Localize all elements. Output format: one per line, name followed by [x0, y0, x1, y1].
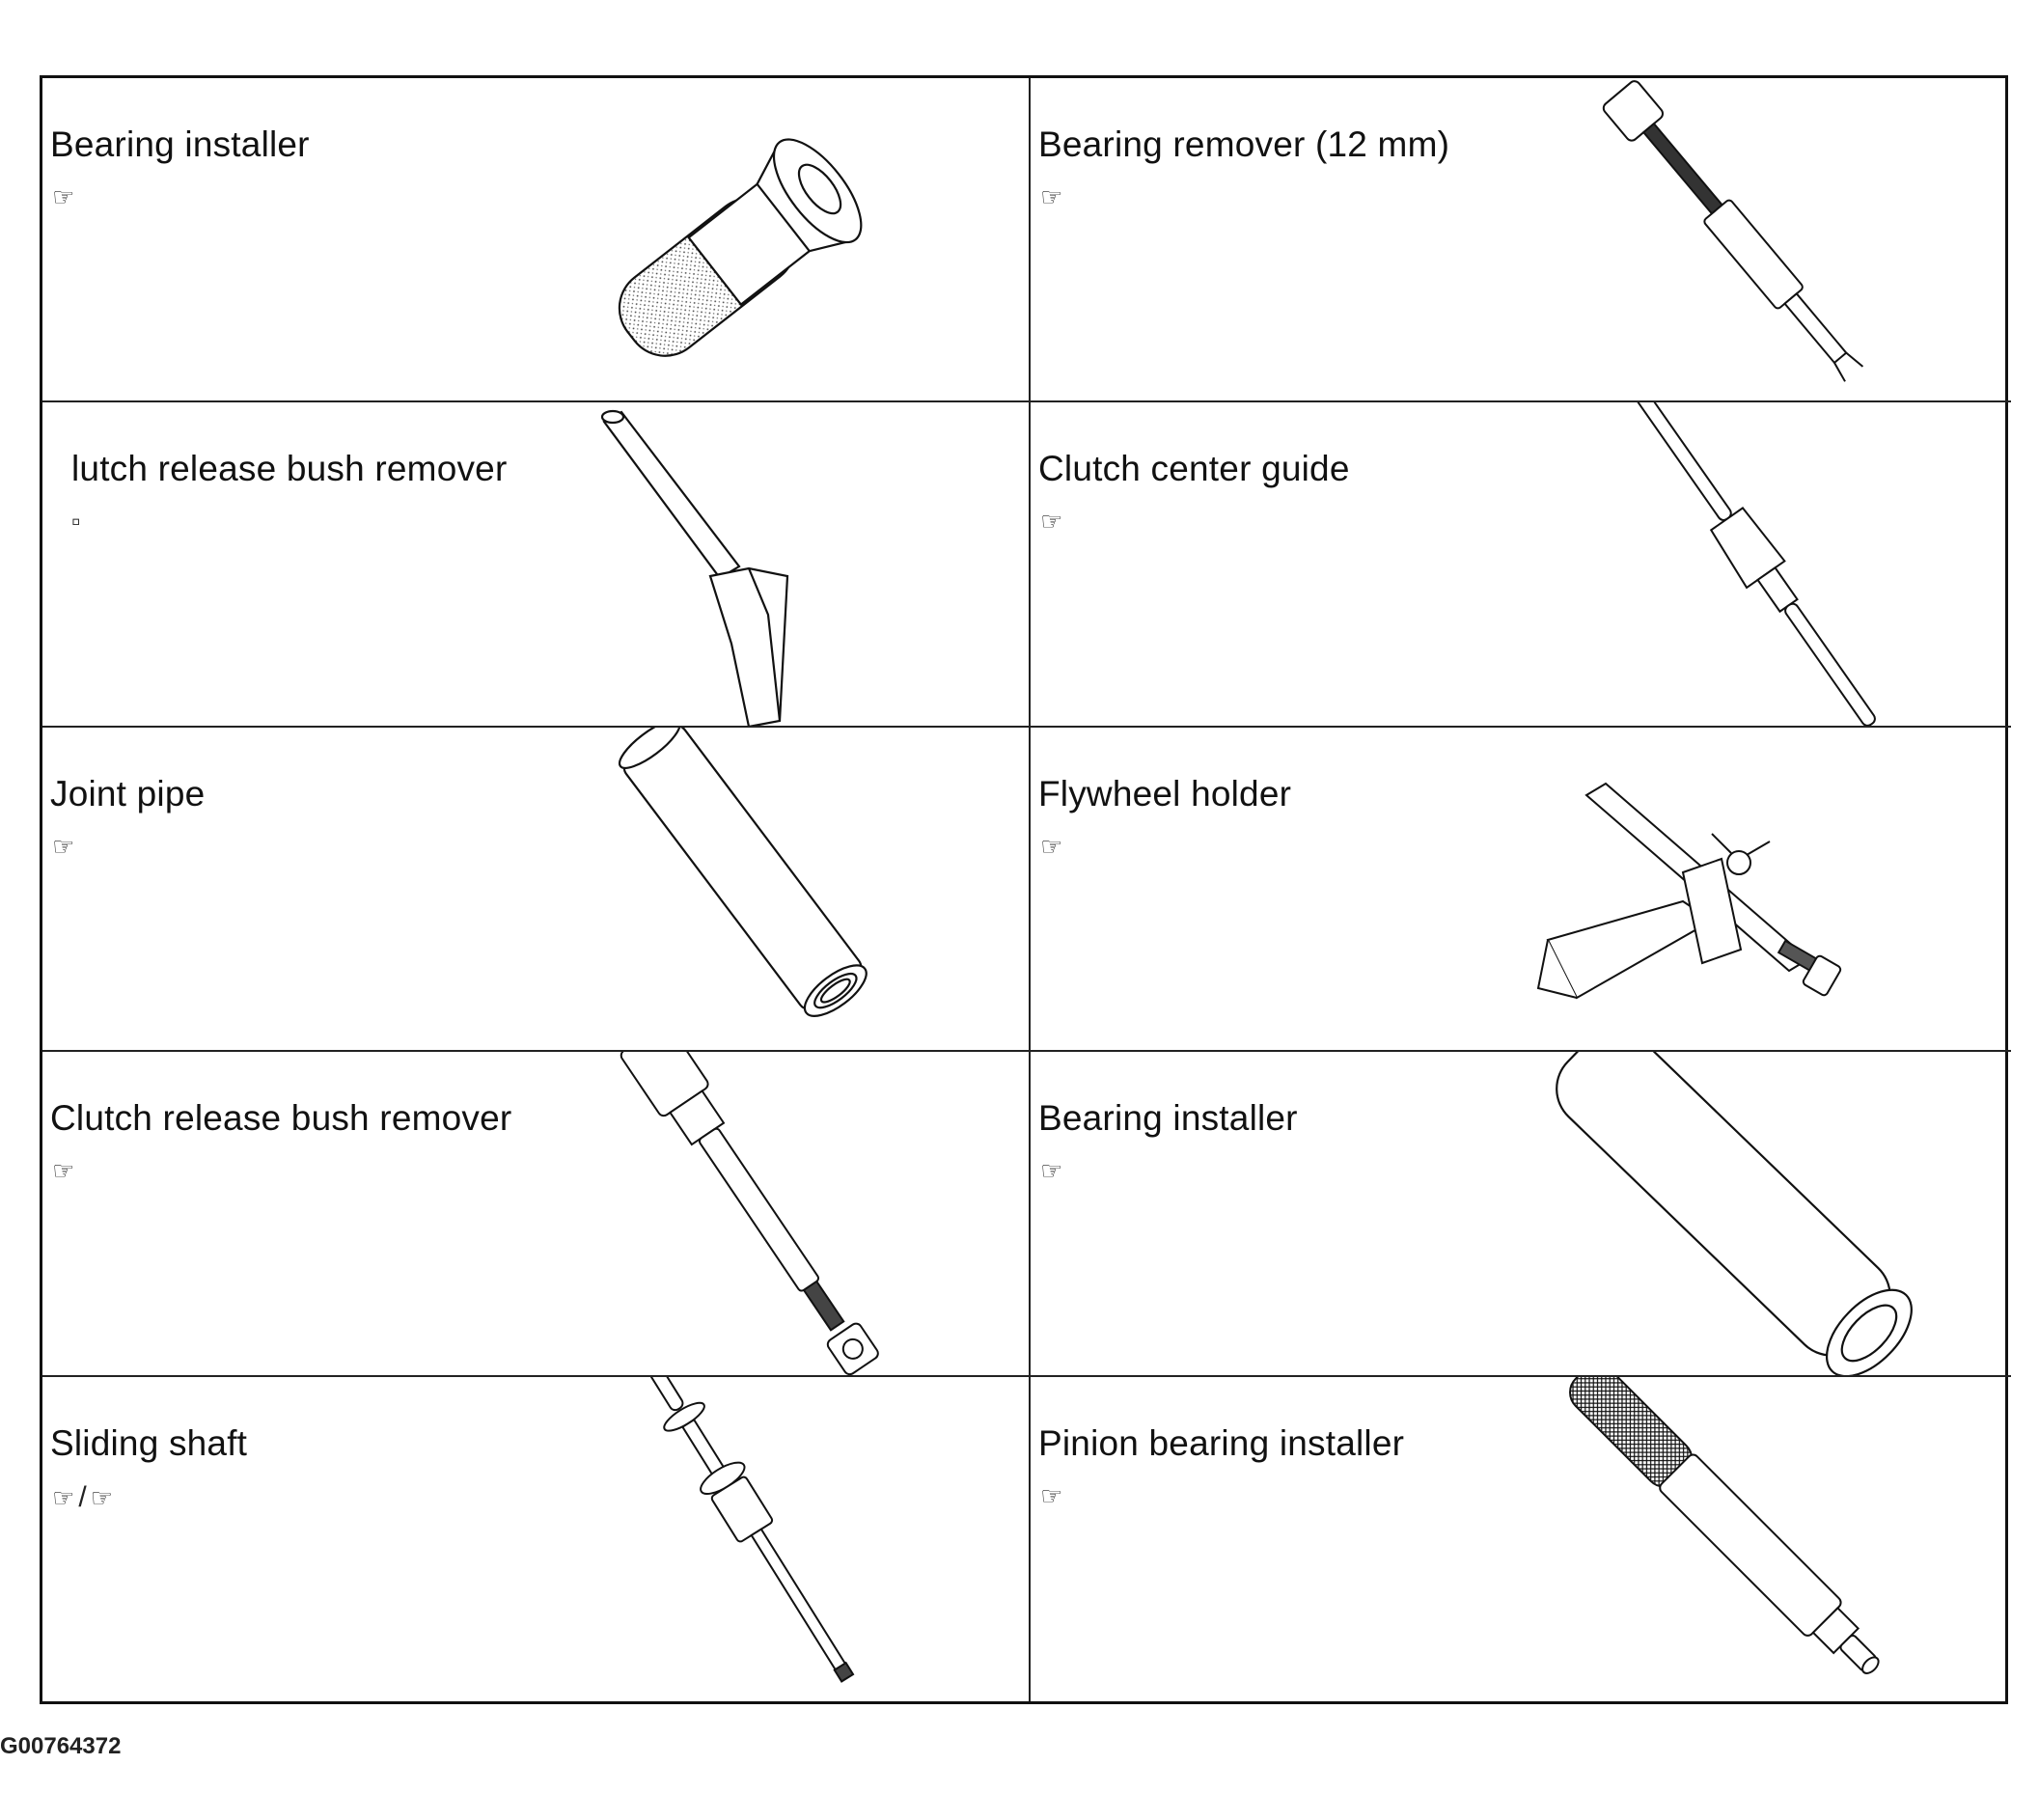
tool-cell-clutch-center-guide: Clutch center guide ☞: [1031, 402, 2011, 728]
sliding-shaft-drawing-icon: [644, 1376, 855, 1683]
pointing-hand-icon: ☞: [1040, 1480, 1063, 1510]
tool-label: Sliding shaft: [50, 1422, 248, 1463]
tool-cell-pinion-bearing-installer: Pinion bearing installer ☞: [1031, 1376, 2011, 1701]
flywheel-holder-drawing-icon: [1536, 782, 1842, 1000]
pointing-hand-icon: ☞: [52, 1482, 75, 1512]
reference-pointer: ☞: [52, 182, 74, 212]
bearing-installer-drawing-icon: [618, 138, 863, 357]
tool-cell-sliding-shaft: Sliding shaft ☞/☞: [42, 1376, 1031, 1701]
bush-remover-bolt-drawing-icon: [620, 1052, 879, 1375]
special-tools-table: Bearing installer ☞ Bearing remover (12 …: [40, 75, 2011, 1704]
pointing-hand-icon: ☞: [1040, 1156, 1063, 1186]
reference-pointer: ☞: [52, 832, 74, 862]
pointing-hand-icon: ☞: [90, 1482, 113, 1512]
tool-label: Bearing remover (12 mm): [1038, 124, 1450, 164]
reference-pointer: ☞: [1040, 1156, 1062, 1186]
center-guide-drawing-icon: [1623, 402, 1876, 726]
tool-label: Flywheel holder: [1038, 773, 1292, 813]
pointing-hand-icon: ☞: [1040, 182, 1063, 211]
reference-pointer: ☞: [1040, 182, 1062, 212]
reference-pointer: ☞: [52, 1156, 74, 1186]
tool-label: Bearing installer: [50, 124, 310, 164]
reference-separator: /: [78, 1480, 87, 1513]
joint-pipe-drawing-icon: [618, 727, 868, 1017]
pointing-hand-icon: ☞: [1040, 831, 1063, 861]
tool-label: Pinion bearing installer: [1038, 1422, 1405, 1463]
tool-cell-clutch-release-bush-remover-2: Clutch release bush remover ☞: [42, 1052, 1031, 1377]
reference-pointer: ☞: [1040, 507, 1062, 537]
reference-pointer: ☞: [1040, 1481, 1062, 1511]
pointing-hand-icon: ▫: [71, 507, 81, 537]
tool-label: Joint pipe: [50, 773, 206, 813]
tool-label: Clutch release bush remover: [50, 1098, 512, 1139]
pointing-hand-icon: ☞: [52, 1156, 75, 1186]
tool-label: lutch release bush remover: [71, 449, 508, 489]
tool-cell-clutch-release-bush-remover-1: lutch release bush remover ▫: [42, 402, 1031, 728]
pointing-hand-icon: ☞: [52, 831, 75, 861]
pointing-hand-icon: ☞: [52, 182, 75, 211]
bearing-installer-cylinder-drawing-icon: [1556, 1052, 1913, 1375]
pinion-bearing-installer-drawing-icon: [1569, 1376, 1880, 1674]
tool-cell-bearing-installer: Bearing installer ☞: [42, 78, 1031, 403]
reference-pointer: ☞/☞: [52, 1481, 113, 1514]
reference-pointer: ☞: [1040, 832, 1062, 862]
tool-cell-flywheel-holder: Flywheel holder ☞: [1031, 728, 2011, 1053]
bearing-remover-drawing-icon: [1602, 80, 1864, 382]
tool-cell-bearing-installer-2: Bearing installer ☞: [1031, 1052, 2011, 1377]
bush-remover-drawing-icon: [600, 410, 789, 726]
pointing-hand-icon: ☞: [1040, 507, 1063, 537]
reference-pointer: ▫: [71, 507, 80, 537]
tool-label: Bearing installer: [1038, 1098, 1298, 1139]
tool-label: Clutch center guide: [1038, 449, 1350, 489]
tool-cell-joint-pipe: Joint pipe ☞: [42, 727, 1031, 1053]
tool-cell-bearing-remover: Bearing remover (12 mm) ☞: [1031, 78, 2011, 403]
figure-id: G00764372: [0, 1733, 122, 1759]
